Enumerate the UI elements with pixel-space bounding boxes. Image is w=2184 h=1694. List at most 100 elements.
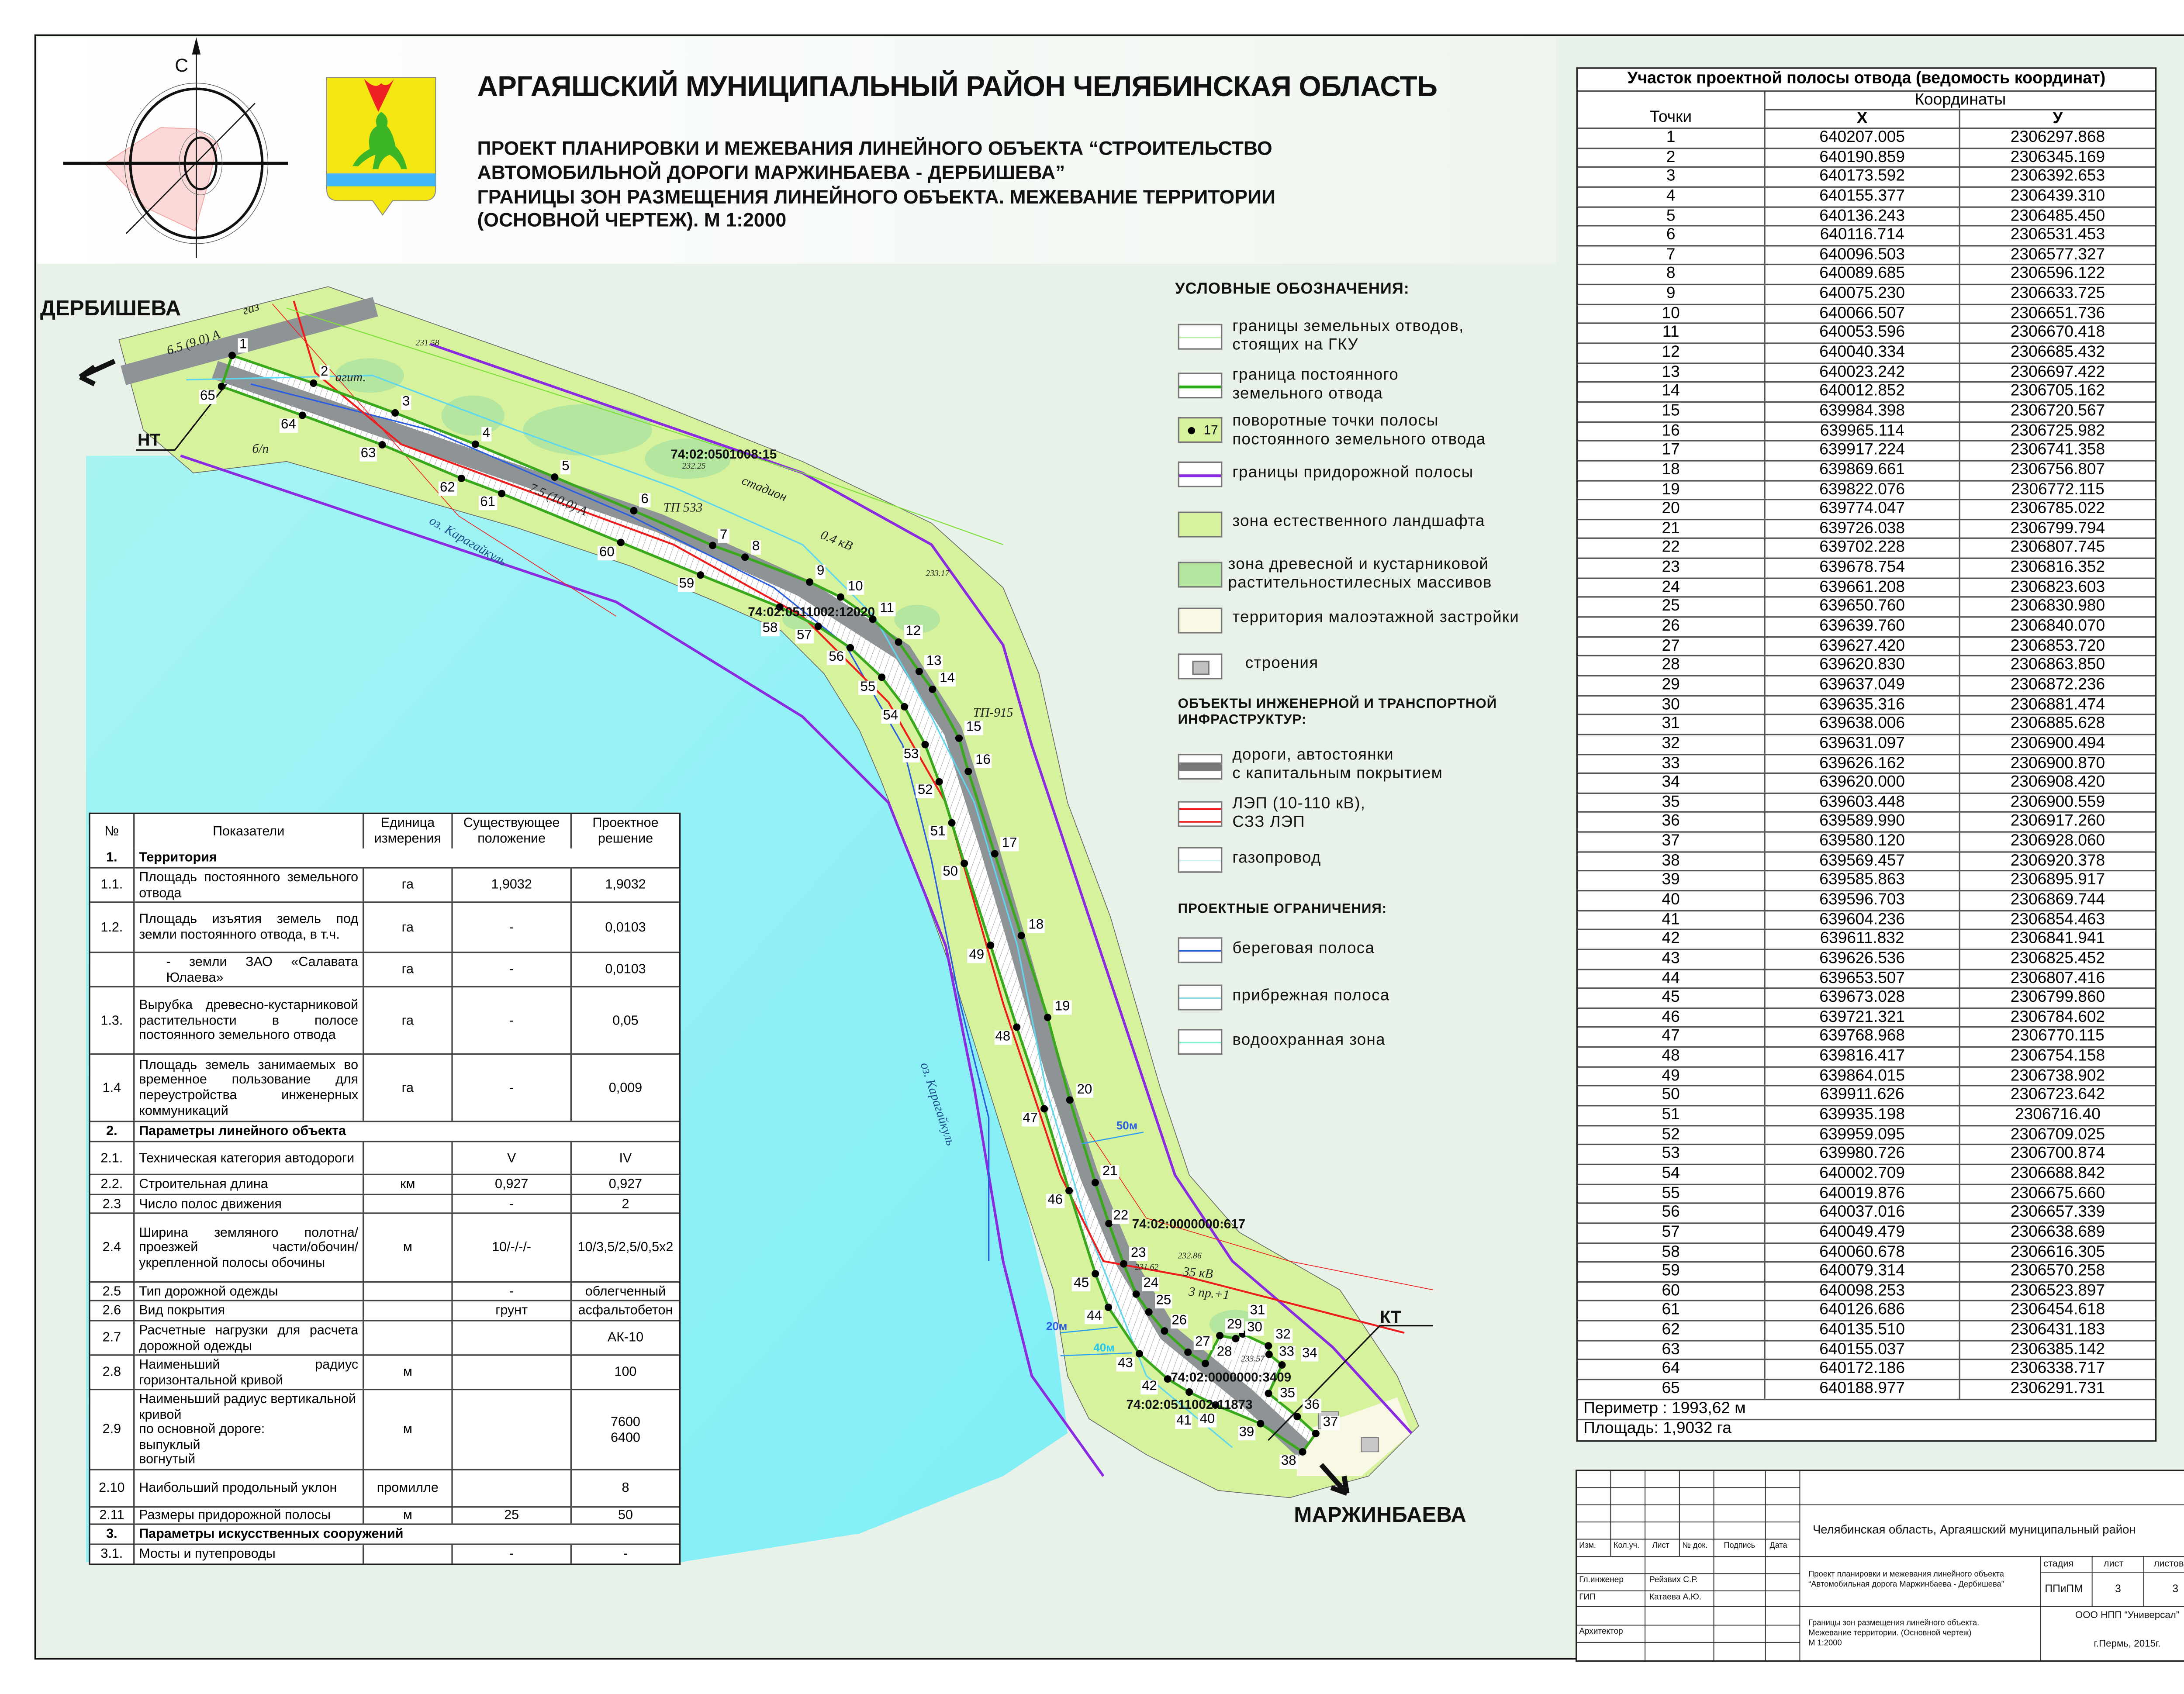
turning-point-marker xyxy=(617,538,625,546)
map-annotation: ТП-915 xyxy=(973,705,1013,720)
indicator-number: 3. xyxy=(90,1525,135,1544)
turning-point-marker xyxy=(457,474,465,482)
point-y: 2306917.260 xyxy=(2010,813,2105,831)
tb-col-count: Кол.уч. xyxy=(1613,1542,1640,1551)
point-number: 54 xyxy=(1578,1165,1766,1183)
indicator-label: Наибольший продольный уклон xyxy=(135,1470,364,1507)
point-x: 639580.120 xyxy=(1766,832,1960,851)
turning-points xyxy=(218,352,1320,1456)
turning-point-marker xyxy=(1265,1342,1272,1350)
indicator-existing: - xyxy=(453,1055,572,1121)
point-number: 45 xyxy=(1578,989,1766,1007)
turning-point-marker xyxy=(1132,1290,1140,1298)
indicator-number: 1.4 xyxy=(90,1055,135,1121)
point-y: 2306651.736 xyxy=(2010,305,2105,322)
map-annotation: 231.62 xyxy=(1135,1264,1159,1273)
indicator-number: 2.6 xyxy=(90,1301,135,1320)
indicator-row: 3.1.Мосты и путепроводы-- xyxy=(90,1543,680,1564)
indicator-label: Число полос движения xyxy=(135,1195,364,1213)
subtitle-line-1: ПРОЕКТ ПЛАНИРОВКИ И МЕЖЕВАНИЯ ЛИНЕЙНОГО … xyxy=(477,138,1272,159)
turning-point-marker xyxy=(901,703,909,711)
turning-point-label: 51 xyxy=(929,825,947,840)
point-y: 2306825.452 xyxy=(2010,950,2105,967)
indicator-number: 2.11 xyxy=(90,1508,135,1524)
point-y: 2306596.122 xyxy=(2010,266,2105,283)
turning-point-marker xyxy=(630,507,638,514)
turning-point-label: 14 xyxy=(938,671,957,687)
point-y: 2306291.731 xyxy=(2010,1380,2105,1397)
indicator-unit xyxy=(364,1321,453,1355)
turning-point-marker xyxy=(1184,1348,1192,1356)
turning-point-marker xyxy=(1013,1023,1021,1031)
point-number: 62 xyxy=(1578,1321,1766,1340)
turning-point-label: 61 xyxy=(479,496,497,511)
tb-role-chief-engineer: Гл.инженер xyxy=(1579,1576,1624,1585)
section-row: 1.Территория xyxy=(90,848,679,867)
point-x: 639627.420 xyxy=(1766,637,1960,656)
turning-point-label: 7 xyxy=(718,528,729,543)
point-x: 639611.832 xyxy=(1766,930,1960,949)
indicator-unit xyxy=(364,1142,453,1174)
point-x: 639596.703 xyxy=(1766,891,1960,910)
point-x: 639639.760 xyxy=(1766,618,1960,636)
tb-name-chief-engineer: Рейзвих С.Р. xyxy=(1649,1576,1698,1585)
indicator-label: Площадь постоянного земельного отвода xyxy=(135,868,364,902)
point-y: 2306869.744 xyxy=(2010,891,2105,909)
point-number: 17 xyxy=(1578,442,1766,460)
point-x: 639620.000 xyxy=(1766,774,1960,793)
indicator-existing: 1,9032 xyxy=(453,868,572,902)
gas-line xyxy=(286,307,1003,545)
point-number: 40 xyxy=(1578,891,1766,910)
point-y: 2306638.689 xyxy=(2010,1224,2105,1241)
point-y: 2306853.720 xyxy=(2010,637,2105,655)
turning-point-label: 27 xyxy=(1193,1334,1212,1349)
indicator-project: 2 xyxy=(622,1196,629,1211)
tb-name-gip: Катаева А.Ю. xyxy=(1649,1594,1702,1602)
turning-point-label: 25 xyxy=(1154,1294,1173,1309)
cadastral-number-label: 74:02:0000000:617 xyxy=(1132,1217,1246,1231)
indicator-label: Площадь изъятия земель под земли постоян… xyxy=(135,903,364,952)
point-y: 2306523.897 xyxy=(2010,1282,2105,1300)
indicator-existing xyxy=(453,1356,572,1389)
area: Площадь: 1,9032 га xyxy=(1577,1419,2156,1440)
point-x: 640190.859 xyxy=(1766,148,1960,167)
point-y: 2306840.070 xyxy=(2010,618,2105,635)
turning-point-label: 30 xyxy=(1245,1321,1264,1336)
turning-point-marker xyxy=(847,644,854,652)
roadside-boundary-north xyxy=(429,342,1413,1434)
point-y: 2306385.142 xyxy=(2010,1341,2105,1359)
road-centerline xyxy=(212,361,1310,1457)
turning-point-label: 41 xyxy=(1175,1414,1193,1429)
indicator-label: Тип дорожной одежды xyxy=(135,1283,364,1300)
point-y: 2306885.628 xyxy=(2010,715,2105,733)
point-number: 32 xyxy=(1578,735,1766,753)
point-number: 20 xyxy=(1578,500,1766,519)
indicator-number: 2.2. xyxy=(90,1175,135,1194)
compass-north-label: С xyxy=(175,54,189,76)
point-x: 640040.334 xyxy=(1766,344,1960,362)
legend-item-coastal-strip: прибрежная полоса xyxy=(1232,987,1390,1005)
legend-item-registered-boundary: границы земельных отводов,стоящих на ГКУ xyxy=(1232,318,1464,353)
point-x: 640207.005 xyxy=(1766,129,1960,147)
indicator-label: Площадь земель занимаемых во временное п… xyxy=(135,1055,364,1121)
turning-point-marker xyxy=(1120,1260,1128,1268)
turning-point-marker xyxy=(391,409,399,417)
turning-point-marker xyxy=(991,850,999,858)
point-y: 2306799.794 xyxy=(2010,520,2105,538)
point-number: 52 xyxy=(1578,1126,1766,1144)
